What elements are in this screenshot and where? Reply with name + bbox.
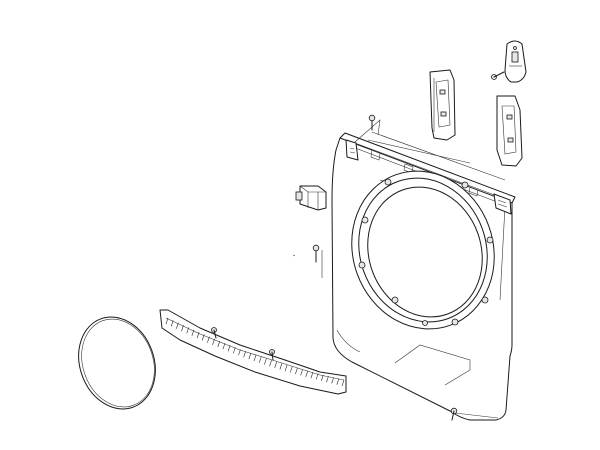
kick-panel-tooth <box>315 373 319 380</box>
kick-panel-tooth <box>191 329 195 336</box>
kick-panel-tooth <box>248 353 252 360</box>
kick-panel-tooth <box>300 369 303 376</box>
kick-panel-tooth <box>295 367 298 375</box>
kick-panel-tooth <box>176 322 179 329</box>
screw-bottom <box>450 407 458 421</box>
kick-panel-tooth <box>217 340 221 348</box>
kick-panel-tooth <box>227 345 231 352</box>
kick-panel-tooth <box>331 377 334 384</box>
kick-panel-tooth <box>279 363 283 370</box>
screw-left <box>312 244 320 263</box>
kick-panel-tooth <box>201 334 205 341</box>
kick-panel-tooth <box>186 327 189 334</box>
door-opening-ring <box>351 170 495 330</box>
top-right-plate <box>504 40 527 83</box>
mark-tick <box>292 254 296 257</box>
kick-panel-tooth <box>258 356 262 363</box>
kick-panel-tooth <box>289 366 293 373</box>
kick-panel-tooth <box>284 364 288 372</box>
kick-panel-tooth <box>310 372 314 379</box>
kick-panel-tooth <box>196 332 200 339</box>
kick-panel-tooth <box>305 370 309 377</box>
kick-panel-tooth <box>207 336 210 343</box>
kick-panel-tooth <box>274 361 277 368</box>
bottom-kick-panel <box>159 309 347 395</box>
kick-panel-tooth <box>336 378 340 385</box>
kick-panel-tooth <box>233 347 236 354</box>
kick-panel-tooth <box>264 358 267 365</box>
kick-panel-tooth <box>165 317 169 325</box>
door-gasket-wire <box>78 316 156 410</box>
kick-panel-tooth <box>269 360 272 367</box>
screw-top <box>368 114 376 131</box>
kick-panel-tooth <box>181 325 184 332</box>
kick-panel-tooth <box>326 376 329 383</box>
kick-panel-tooth <box>321 374 324 381</box>
kick-panel-tooth <box>253 354 257 362</box>
left-bracket <box>429 69 456 141</box>
kick-panel-tooth <box>170 320 174 327</box>
kick-panel-tooth <box>238 349 241 356</box>
kick-panel-tooth <box>212 338 215 345</box>
screw-plate <box>491 71 505 80</box>
door-lock-switch <box>295 185 327 211</box>
kick-panel-tooth <box>341 379 345 387</box>
kick-panel-tooth <box>222 343 226 350</box>
right-bracket <box>496 95 523 167</box>
kick-panel-teeth <box>165 317 345 387</box>
kick-panel-tooth <box>243 351 246 358</box>
